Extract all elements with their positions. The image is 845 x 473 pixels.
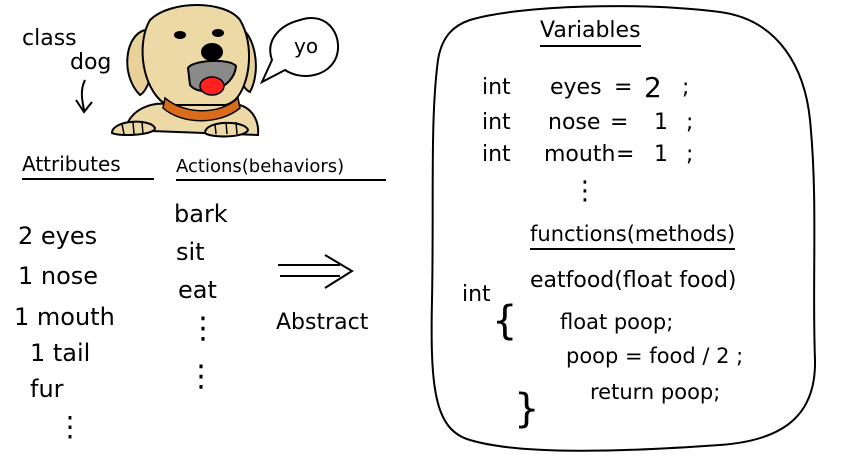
var-name: mouth xyxy=(544,142,616,167)
functions-heading: functions(methods) xyxy=(530,222,736,250)
var-semi: ; xyxy=(682,75,690,100)
var-eq: = xyxy=(610,110,629,135)
class-arrow xyxy=(75,79,93,114)
var-value: 1 xyxy=(654,142,668,167)
attribute-item: 2 eyes xyxy=(18,222,98,250)
dog-illustration xyxy=(110,4,260,138)
variables-heading: Variables xyxy=(540,18,641,47)
attributes-ellipsis: ⋮ xyxy=(56,410,84,443)
var-type: int xyxy=(482,75,511,100)
var-type: int xyxy=(482,110,511,135)
attributes-heading: Attributes xyxy=(22,152,154,180)
function-close-brace: } xyxy=(514,386,540,432)
function-body-line: poop = food / 2 ; xyxy=(566,344,744,368)
var-value: 1 xyxy=(654,110,668,135)
var-eq: = xyxy=(616,142,635,167)
speech-bubble xyxy=(259,17,340,85)
speech-text: yo xyxy=(294,34,319,58)
attribute-item: fur xyxy=(30,375,64,403)
var-type: int xyxy=(482,142,511,167)
function-return-type: int xyxy=(462,282,491,307)
attribute-item: 1 mouth xyxy=(14,303,115,331)
actions-ellipsis: ⋮ xyxy=(188,311,218,346)
action-item: bark xyxy=(174,200,228,228)
variables-ellipsis: ⋮ xyxy=(572,176,598,206)
attribute-item: 1 nose xyxy=(18,262,99,290)
var-eq: = xyxy=(614,75,633,100)
var-semi: ; xyxy=(686,110,694,135)
actions-ellipsis: ⋮ xyxy=(186,359,216,394)
function-body-line: return poop; xyxy=(590,380,721,404)
var-value: 2 xyxy=(644,71,662,104)
action-item: sit xyxy=(176,238,205,266)
actions-heading: Actions(behaviors) xyxy=(176,156,386,181)
function-open-brace: { xyxy=(492,298,518,344)
class-blob-outline xyxy=(430,5,817,452)
function-body-line: float poop; xyxy=(560,310,674,334)
var-semi: ; xyxy=(686,142,694,167)
attribute-item: 1 tail xyxy=(30,339,91,367)
abstract-label: Abstract xyxy=(276,310,369,335)
class-label: class xyxy=(22,26,77,51)
var-name: nose xyxy=(548,110,601,135)
action-item: eat xyxy=(178,276,217,304)
function-signature: eatfood(float food) xyxy=(530,268,737,293)
abstract-arrow xyxy=(278,254,354,289)
class-name: dog xyxy=(70,50,112,75)
var-name: eyes xyxy=(550,75,602,100)
